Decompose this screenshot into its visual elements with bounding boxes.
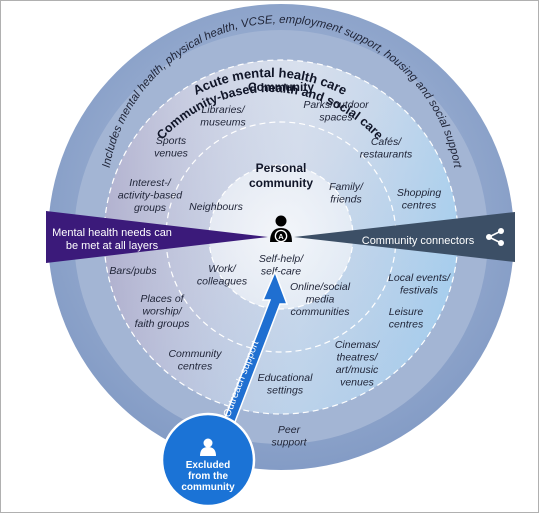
label-worship: Places of <box>140 293 184 305</box>
label-cinemas: Cinemas/ <box>335 339 380 351</box>
label-peer: Peer <box>278 424 301 436</box>
label-worship: worship/ <box>142 306 182 318</box>
label-educational: settings <box>267 385 304 397</box>
mental-health-wedge <box>46 211 268 263</box>
label-work: colleagues <box>197 276 248 288</box>
label-libraries: museums <box>200 117 246 129</box>
label-parks: spaces <box>319 112 353 124</box>
person-badge-letter: A <box>278 232 284 241</box>
label-leisure: Leisure <box>389 306 424 318</box>
label-bars: Bars/pubs <box>109 265 157 277</box>
label-work: Work/ <box>208 263 236 275</box>
label-cinemas: venues <box>340 377 375 389</box>
person-icon <box>200 438 216 456</box>
community-connectors-label: Community connectors <box>362 235 475 247</box>
label-peer: support <box>271 437 307 449</box>
label-comm-centres: Community <box>168 348 222 360</box>
mental-health-wedge-line: be met at all layers <box>66 240 159 252</box>
label-shopping: Shopping <box>397 187 442 199</box>
label-sports: venues <box>154 148 189 160</box>
share-icon <box>486 228 504 246</box>
label-local-events: festivals <box>400 285 439 297</box>
label-family: Family/ <box>329 181 364 193</box>
label-selfhelp: self-care <box>261 266 301 278</box>
label-libraries: Libraries/ <box>201 104 245 116</box>
label-sports: Sports <box>156 135 187 147</box>
community-connectors-wedge <box>294 212 515 262</box>
label-family: friends <box>330 194 362 206</box>
label-shopping: centres <box>402 200 437 212</box>
personal-title-line: Personal <box>256 161 307 175</box>
excluded-circle <box>160 412 256 508</box>
label-leisure: centres <box>389 319 424 331</box>
excluded-line: community <box>181 482 235 493</box>
excluded-line: from the <box>188 471 228 482</box>
label-cinemas: theatres/ <box>337 352 379 364</box>
excluded-line: Excluded <box>186 460 230 471</box>
label-online: Online/social <box>290 281 351 293</box>
label-cinemas: art/music <box>336 364 379 376</box>
label-comm-centres: centres <box>178 361 213 373</box>
label-online: media <box>306 294 335 306</box>
label-interest: activity-based <box>118 190 183 202</box>
label-online: communities <box>291 306 351 318</box>
label-interest: Interest-/ <box>129 177 172 189</box>
label-neighbours: Neighbours <box>189 201 243 213</box>
mental-health-wedge-line: Mental health needs can <box>52 227 172 239</box>
label-worship: faith groups <box>135 318 191 330</box>
community-labels: Libraries/museums Parks/outdoorspacesSpor… <box>109 99 451 449</box>
label-interest: groups <box>134 202 167 214</box>
person-icon: A <box>270 215 292 243</box>
community-title: Community <box>248 80 314 94</box>
personal-title-line: community <box>249 176 313 190</box>
label-local-events: Local events/ <box>388 272 451 284</box>
personal-community-title: Personal community <box>249 161 313 190</box>
label-cafes: Cafés/ <box>371 136 402 148</box>
label-parks: Parks/outdoor <box>303 99 369 111</box>
label-selfhelp: Self-help/ <box>259 253 304 265</box>
label-educational: Educational <box>258 372 314 384</box>
label-cafes: restaurants <box>360 149 413 161</box>
